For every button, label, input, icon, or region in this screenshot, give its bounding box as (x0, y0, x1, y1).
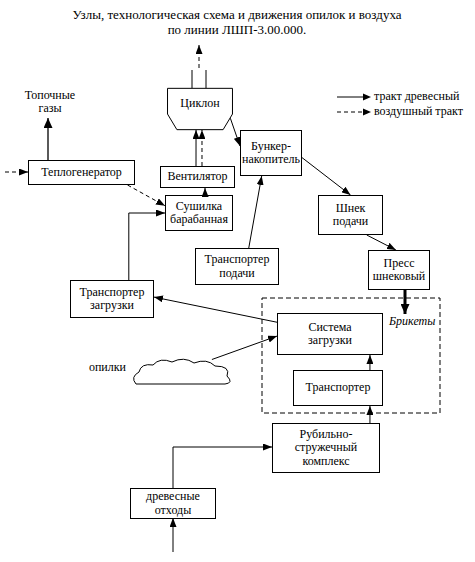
diagram-title: Узлы, технологическая схема и движения о… (68, 7, 406, 38)
node-label: Бункер-накопитель (242, 140, 300, 167)
node-label: Циклон (180, 97, 219, 110)
briquette-output-arrow (404, 290, 407, 314)
node-label: Сушилка барабанная (168, 200, 230, 227)
air-inlet-arrow (5, 172, 28, 173)
output-label: Брикеты (389, 315, 439, 328)
wood-connector (369, 355, 370, 370)
legend-sample (336, 92, 372, 102)
process-box: Рубильно-стружечный комплекс (272, 423, 380, 473)
wood-connector (369, 406, 370, 423)
process-box: Теплогенератор (28, 160, 135, 185)
legend-label: тракт древесный (374, 89, 460, 104)
pile-outline (134, 359, 230, 384)
wood-connector (230, 118, 240, 146)
cyclone-outlet (192, 70, 193, 89)
wood-connector (154, 297, 277, 322)
legend-row: воздушный тракт (336, 104, 463, 119)
legend-row: тракт древесный (336, 89, 463, 104)
process-box: Транспортер загрузки (70, 280, 154, 318)
node-label: Шнек подачи (326, 202, 375, 229)
wood-connector (212, 336, 277, 359)
flue-gas-arrow (47, 118, 48, 160)
process-box: Транспортер (293, 370, 383, 406)
node-label: Транспортер загрузки (75, 286, 149, 313)
wood-connector (205, 188, 206, 195)
legend-line (337, 111, 364, 112)
node-label: древесные отходы (137, 490, 209, 517)
node-label: Рубильно-стружечный комплекс (276, 428, 376, 468)
legend-sample (336, 107, 372, 117)
process-box: Бункер-накопитель (240, 130, 302, 176)
air-connector (201, 130, 202, 166)
cyclone-outlet (206, 70, 207, 89)
wood-connector (367, 235, 396, 250)
process-box: Транспортер подачи (195, 248, 279, 285)
process-box: Вентилятор (160, 166, 235, 188)
node-label: Пресс шнековый (372, 257, 426, 284)
legend-line (337, 96, 364, 97)
wood-connector (196, 130, 197, 166)
wood-connector (129, 213, 165, 280)
node-label: Вентилятор (167, 170, 227, 183)
wood-connector (249, 176, 262, 248)
sawdust-pile: опилки (130, 355, 235, 385)
node-label: Система загрузки (298, 321, 362, 348)
air-connector (128, 185, 165, 206)
process-box: Сушилка барабанная (165, 195, 233, 231)
cyclone-outline (168, 88, 233, 129)
node-label: Теплогенератор (41, 166, 122, 179)
waste-inlet-arrow (173, 518, 174, 552)
group-outline (262, 298, 440, 413)
node-label: опилки (89, 361, 126, 374)
wood-connector (173, 447, 272, 488)
legend-arrowhead (363, 93, 371, 100)
exhaust-air-arrow (199, 45, 200, 68)
process-box: Система загрузки (277, 313, 383, 355)
legend-label: воздушный тракт (374, 104, 463, 119)
node-label: Транспортер (306, 381, 371, 394)
process-box: Шнек подачи (318, 195, 383, 235)
process-box: Пресс шнековый (368, 250, 430, 290)
process-box: древесные отходы (130, 488, 216, 519)
flow-label: Топочные газы (18, 89, 82, 116)
cyclone-shape: Циклон (167, 88, 233, 130)
node-label: Транспортер подачи (200, 253, 274, 280)
legend: тракт древесныйвоздушный тракт (336, 89, 463, 119)
pile-outline (130, 355, 235, 385)
wood-connector (302, 158, 351, 195)
legend-arrowhead (363, 108, 371, 115)
